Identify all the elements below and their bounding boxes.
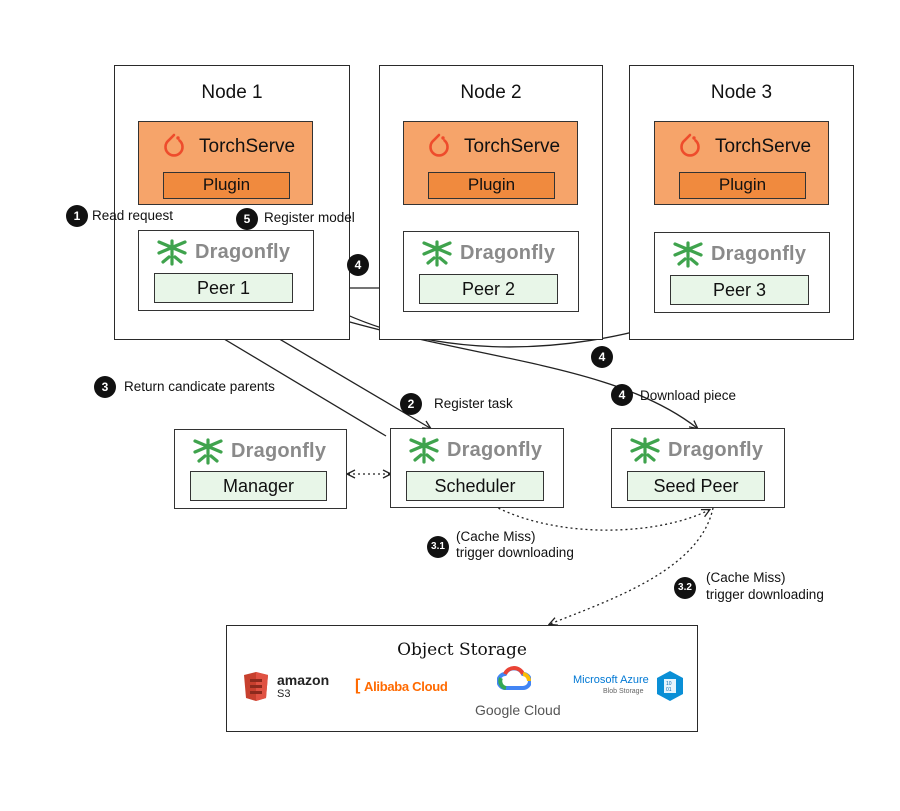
- dragonfly-label: Dragonfly: [447, 439, 543, 461]
- torchserve-box-2: TorchServe Plugin: [403, 121, 578, 205]
- manager-label: Manager: [190, 471, 327, 501]
- amazon-s3-logo: amazon S3: [241, 670, 331, 704]
- amazon-text: amazon: [277, 672, 330, 688]
- plugin-box: Plugin: [428, 172, 555, 199]
- step-badge-4-piece: 4: [611, 384, 633, 406]
- read-request-label: Read request: [92, 208, 174, 223]
- google-cloud-logo: Google Cloud: [467, 666, 567, 722]
- s3-bucket-icon: [244, 672, 268, 701]
- dragonfly-label: Dragonfly: [231, 440, 327, 462]
- dragonfly-label: Dragonfly: [195, 241, 291, 263]
- dragonfly-peer-3: Dragonfly Peer 3: [654, 232, 830, 313]
- step-badge-5: 5: [236, 208, 258, 230]
- return-parents-label: Return candicate parents: [124, 379, 275, 394]
- azure-text: Microsoft Azure: [573, 674, 649, 686]
- cache-miss-2-line1: (Cache Miss): [706, 570, 786, 585]
- blob-storage-icon: 10 01: [657, 671, 683, 701]
- peer1-to-seedpeer-arrow: [299, 306, 697, 428]
- download-piece-label: Download piece: [640, 388, 737, 403]
- torchserve-label: TorchServe: [715, 136, 812, 157]
- dragonfly-logo-icon: [193, 438, 223, 465]
- cache-miss-2-arrow: [550, 507, 714, 624]
- cache-miss-1-line2: trigger downloading: [456, 545, 574, 560]
- azure-logo: Microsoft Azure Blob Storage 10 01: [573, 670, 695, 706]
- dragonfly-manager: Dragonfly Manager: [174, 429, 347, 509]
- peer-label: Peer 3: [670, 275, 809, 305]
- cache-miss-1-line1: (Cache Miss): [456, 529, 536, 544]
- s3-text: S3: [277, 688, 291, 700]
- pytorch-icon: [429, 133, 449, 157]
- torchserve-box-3: TorchServe Plugin: [654, 121, 829, 205]
- node-title: Node 3: [710, 82, 773, 103]
- dragonfly-logo-icon: [409, 437, 439, 464]
- dragonfly-label: Dragonfly: [668, 439, 764, 461]
- pytorch-icon: [164, 133, 184, 157]
- register-task-label: Register task: [434, 396, 513, 411]
- torchserve-label: TorchServe: [464, 136, 561, 157]
- svg-text:01: 01: [666, 687, 672, 693]
- dragonfly-label: Dragonfly: [711, 243, 807, 265]
- torchserve-box-1: TorchServe Plugin: [138, 121, 313, 205]
- step-badge-4-peer3: 4: [591, 346, 613, 368]
- google-cloud-icon: [497, 666, 531, 690]
- alibaba-text: Alibaba Cloud: [364, 679, 448, 694]
- object-storage-box: Object Storage amazon S3 [ Alibaba Cloud…: [226, 625, 698, 732]
- cache-miss-1-arrow: [493, 505, 709, 531]
- dragonfly-peer-2: Dragonfly Peer 2: [403, 231, 579, 312]
- dragonfly-logo-icon: [422, 240, 452, 267]
- step-badge-3-1: 3.1: [427, 536, 449, 558]
- dragonfly-logo-icon: [157, 239, 187, 266]
- step-badge-3: 3: [94, 376, 116, 398]
- object-storage-title: Object Storage: [397, 640, 527, 660]
- google-cloud-text: Google Cloud: [475, 702, 561, 718]
- scheduler-label: Scheduler: [406, 471, 544, 501]
- alibaba-bracket-icon: [: [355, 677, 361, 694]
- dragonfly-peer-1: Dragonfly Peer 1: [138, 230, 314, 311]
- peer-label: Peer 2: [419, 274, 558, 304]
- node-title: Node 2: [460, 82, 522, 103]
- svg-text:10: 10: [666, 681, 672, 687]
- plugin-box: Plugin: [163, 172, 290, 199]
- peer-label: Peer 1: [154, 273, 293, 303]
- dragonfly-scheduler: Dragonfly Scheduler: [390, 428, 564, 508]
- step-badge-4-peer2: 4: [347, 254, 369, 276]
- seed-peer-label: Seed Peer: [627, 471, 765, 501]
- dragonfly-logo-icon: [630, 437, 660, 464]
- register-model-label: Register model: [264, 210, 355, 225]
- cache-miss-2-line2: trigger downloading: [706, 587, 824, 602]
- torchserve-label: TorchServe: [199, 136, 296, 157]
- step-badge-1: 1: [66, 205, 88, 227]
- dragonfly-logo-icon: [673, 241, 703, 268]
- blob-storage-text: Blob Storage: [603, 688, 644, 695]
- dragonfly-seed-peer: Dragonfly Seed Peer: [611, 428, 785, 508]
- pytorch-icon: [680, 133, 700, 157]
- alibaba-cloud-logo: [ Alibaba Cloud: [355, 677, 455, 698]
- dragonfly-label: Dragonfly: [460, 242, 556, 264]
- step-badge-2: 2: [400, 393, 422, 415]
- node-title: Node 1: [201, 82, 263, 103]
- plugin-box: Plugin: [679, 172, 806, 199]
- step-badge-3-2: 3.2: [674, 577, 696, 599]
